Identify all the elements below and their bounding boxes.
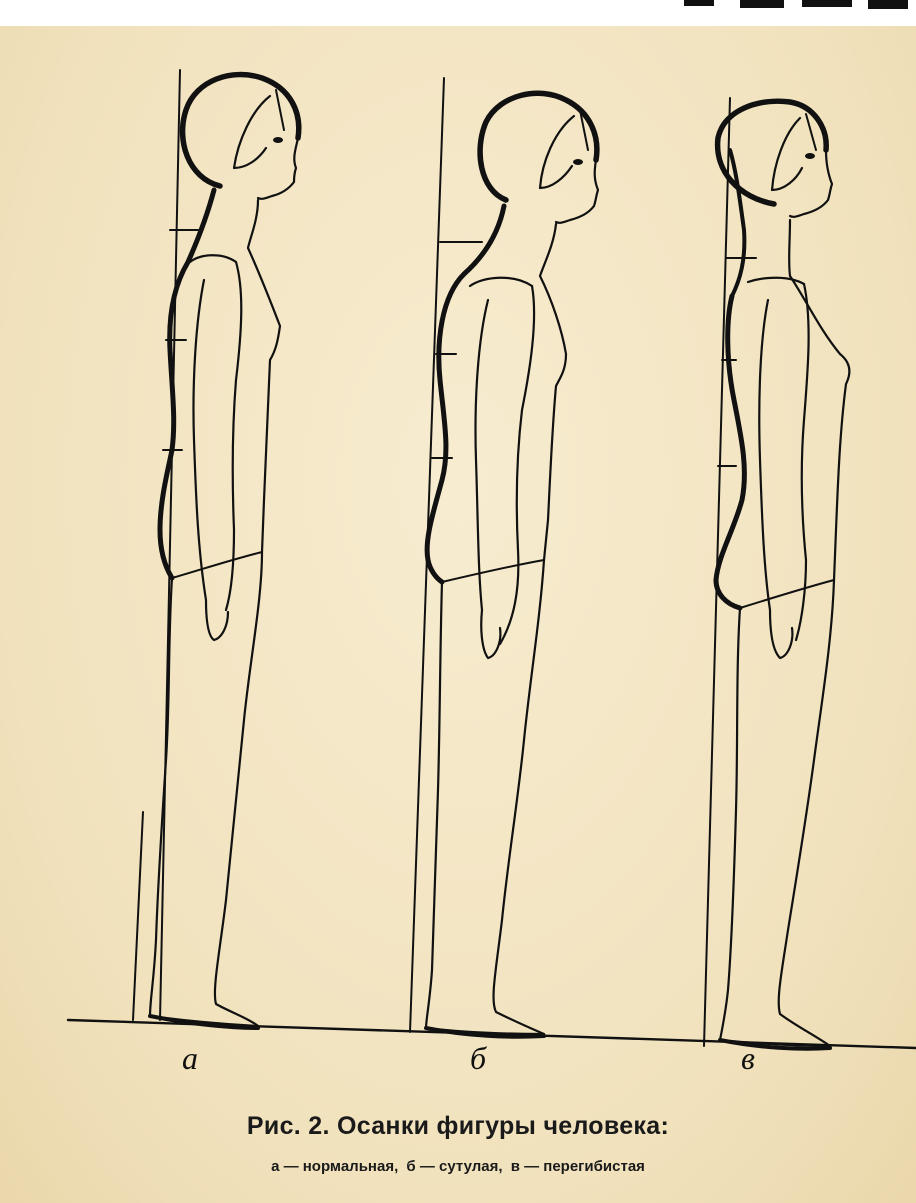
- legend-item-c: в — перегибистая: [511, 1158, 645, 1175]
- panel-label-c: в: [718, 1040, 778, 1077]
- panel-label-b: б: [448, 1040, 508, 1077]
- posture-illustration: [0, 0, 916, 1100]
- figure-b-stooped: [410, 78, 598, 1037]
- figure-caption-legend: а — нормальная, б — сутулая, в — перегиб…: [0, 1158, 916, 1175]
- figure-caption-title: Рис. 2. Осанки фигуры человека:: [0, 1112, 916, 1141]
- panel-label-a: а: [160, 1040, 220, 1077]
- legend-item-b: б — сутулая,: [406, 1158, 502, 1175]
- legend-item-a: а — нормальная,: [271, 1158, 398, 1175]
- figure-a-normal: [133, 70, 299, 1028]
- figure-c-hyperlordotic: [704, 98, 849, 1049]
